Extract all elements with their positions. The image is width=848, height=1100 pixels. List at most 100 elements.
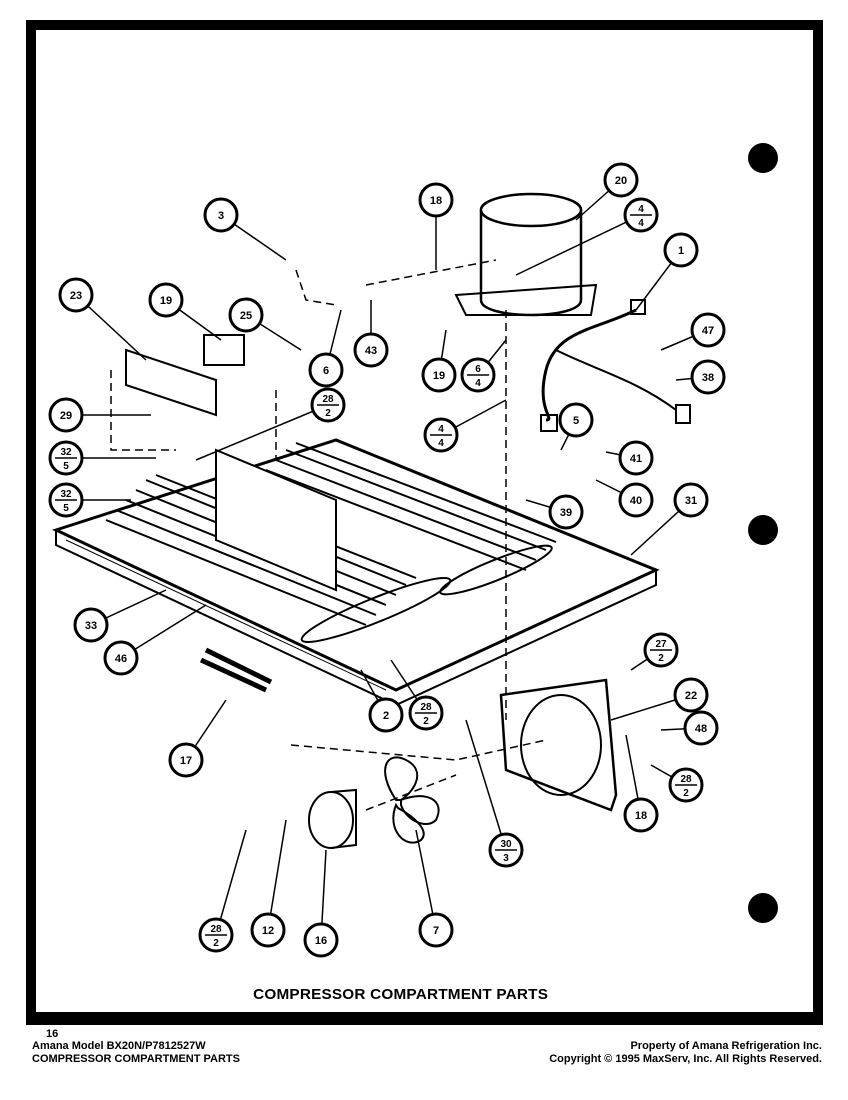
callout-number: 32	[60, 447, 72, 458]
callout-number: 39	[560, 507, 572, 519]
callout-circle	[690, 359, 726, 395]
callout-quantity: 5	[63, 503, 69, 514]
callout-25: 25	[228, 297, 302, 351]
callout-circle	[623, 797, 659, 833]
binder-hole	[748, 893, 778, 923]
callout-number: 28	[322, 394, 334, 405]
callout-27: 272	[630, 632, 679, 671]
exploded-parts-diagram: 3182044123192564319644738292823253254454…	[48, 162, 726, 958]
callout-circle	[663, 232, 699, 268]
callout-number: 19	[433, 370, 445, 382]
callout-circle	[418, 182, 454, 218]
callout-4: 44	[423, 399, 507, 453]
callout-number: 46	[115, 653, 127, 665]
callout-number: 33	[85, 620, 97, 632]
callout-circle	[103, 640, 139, 676]
callout-29: 29	[48, 397, 151, 433]
callout-32: 325	[48, 482, 131, 518]
page-mark: 16	[46, 1028, 59, 1040]
callout-number: 32	[60, 489, 72, 500]
leader-line	[515, 214, 642, 276]
callout-number: 16	[315, 935, 327, 947]
callout-4: 44	[515, 197, 659, 276]
footer-property-line: Property of Amana Refrigeration Inc.	[630, 1040, 822, 1052]
callout-1: 1	[635, 232, 699, 311]
callout-number: 18	[635, 810, 647, 822]
callout-31: 31	[630, 482, 709, 556]
callout-circle	[683, 710, 719, 746]
callout-quantity: 2	[325, 408, 331, 419]
callout-17: 17	[168, 699, 227, 778]
callout-33: 33	[73, 589, 167, 643]
callout-number: 40	[630, 495, 642, 507]
callout-circle	[418, 912, 454, 948]
callout-quantity: 2	[423, 716, 429, 727]
callout-40: 40	[595, 479, 654, 518]
assembly-lines	[110, 259, 547, 811]
footer-copyright: Property of Amana Refrigeration Inc. Cop…	[549, 1040, 822, 1066]
callout-circle	[421, 357, 457, 393]
callout-number: 7	[433, 925, 439, 937]
callout-circle	[558, 402, 594, 438]
callout-28: 282	[198, 829, 247, 953]
drain-pan-oval	[300, 577, 452, 643]
footer-section-line: COMPRESSOR COMPARTMENT PARTS	[32, 1053, 240, 1065]
callout-number: 22	[685, 690, 697, 702]
callout-quantity: 4	[475, 378, 481, 389]
leader-line	[195, 404, 329, 461]
callout-43: 43	[353, 300, 389, 368]
callout-12: 12	[250, 819, 287, 948]
callout-number: 30	[500, 839, 512, 850]
callout-quantity: 4	[638, 218, 644, 229]
callout-3: 3	[203, 197, 287, 261]
callout-circle	[303, 922, 339, 958]
callout-circle	[673, 677, 709, 713]
callout-number: 4	[438, 424, 444, 435]
callout-circle	[673, 482, 709, 518]
callout-quantity: 4	[438, 438, 444, 449]
callout-circle	[148, 282, 184, 318]
callout-number: 43	[365, 345, 377, 357]
callout-number: 27	[655, 639, 667, 650]
binder-hole	[748, 515, 778, 545]
callout-number: 12	[262, 925, 274, 937]
callout-number: 6	[323, 365, 329, 377]
callout-circle	[603, 162, 639, 198]
callout-circle	[308, 352, 344, 388]
footer-copyright-line: Copyright © 1995 MaxServ, Inc. All Right…	[549, 1053, 822, 1065]
callout-number: 17	[180, 755, 192, 767]
callout-quantity: 5	[63, 461, 69, 472]
callout-39: 39	[525, 494, 584, 530]
callout-circle	[168, 742, 204, 778]
callout-number: 4	[638, 204, 644, 215]
callout-number: 25	[240, 310, 252, 322]
callout-circle	[548, 494, 584, 530]
leader-line	[215, 829, 247, 936]
callout-number: 31	[685, 495, 697, 507]
callout-47: 47	[660, 312, 726, 351]
callout-circle	[73, 607, 109, 643]
leader-line	[465, 719, 507, 851]
callout-number: 28	[210, 924, 222, 935]
callout-circle	[353, 332, 389, 368]
callout-circle	[618, 482, 654, 518]
callout-6: 64	[460, 339, 507, 393]
callout-30: 303	[465, 719, 524, 868]
callout-38: 38	[675, 359, 726, 395]
callout-number: 1	[678, 245, 684, 257]
callout-7: 7	[415, 829, 454, 948]
callout-23: 23	[58, 277, 147, 361]
callout-32: 325	[48, 440, 156, 476]
callout-5: 5	[558, 402, 594, 451]
base-tray	[51, 438, 660, 707]
callout-18: 18	[623, 734, 659, 833]
callout-number: 28	[420, 702, 432, 713]
callout-number: 3	[218, 210, 224, 222]
footer-model: Amana Model BX20N/P7812527W COMPRESSOR C…	[32, 1040, 240, 1066]
callout-20: 20	[575, 162, 639, 221]
callout-22: 22	[610, 677, 709, 721]
callout-18: 18	[418, 182, 454, 270]
callout-2: 2	[360, 669, 404, 733]
